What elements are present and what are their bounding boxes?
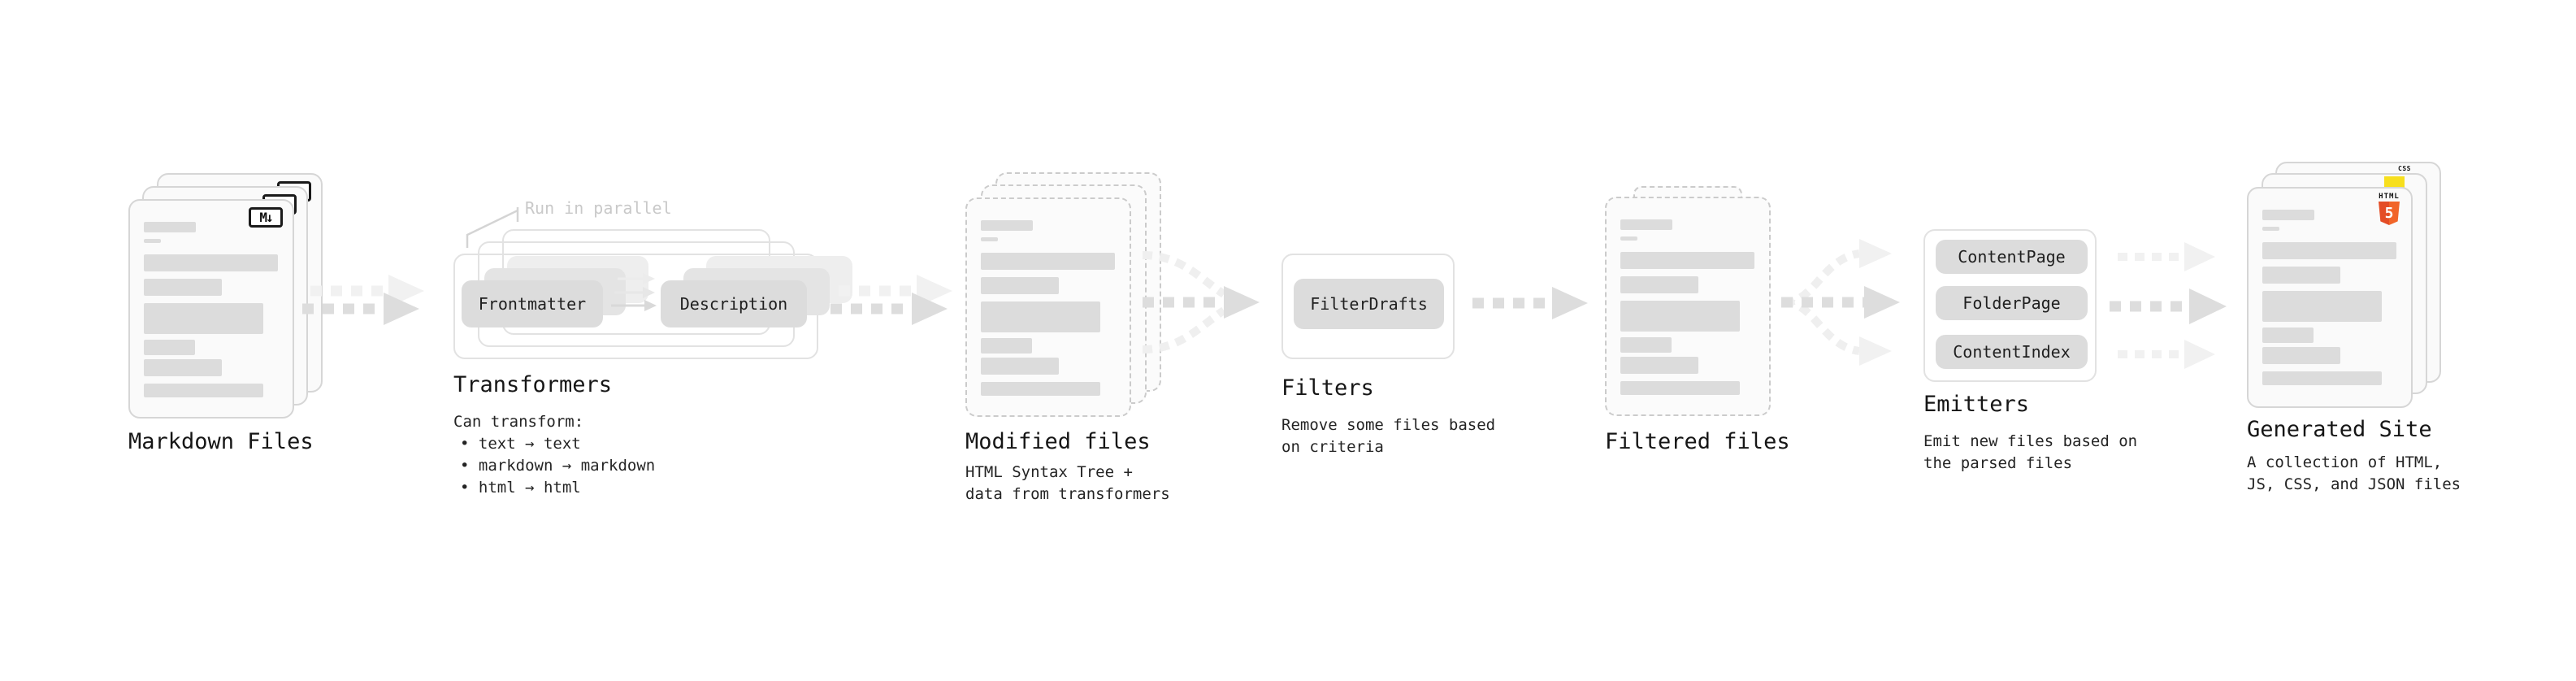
emitters-label: Emitters	[1923, 392, 2030, 417]
contentpage-box: ContentPage	[1936, 240, 2088, 274]
html5-icon-word: HTML	[2379, 193, 2400, 201]
filtered-files-label: Filtered files	[1605, 429, 1790, 454]
html5-icon-shield: 5	[2379, 202, 2400, 225]
note-line: Can transform:	[453, 413, 584, 431]
css-icon-text: CSS	[2398, 165, 2411, 172]
stage-emitters: ContentPage FolderPage ContentIndex	[1923, 229, 2097, 382]
note-line: JS, CSS, and JSON files	[2247, 475, 2461, 493]
modified-file-card-front	[965, 197, 1131, 417]
filters-note: Remove some files based on criteria	[1281, 414, 1495, 458]
markdown-files-label: Markdown Files	[128, 429, 314, 454]
note-line: on criteria	[1281, 438, 1384, 456]
folderpage-box: FolderPage	[1936, 286, 2088, 320]
split-arrow-icon	[1781, 239, 1900, 366]
run-in-parallel-callout: Run in parallel	[525, 198, 672, 218]
html5-icon: HTML 5	[2377, 193, 2401, 225]
stage-modified-files	[965, 172, 1162, 420]
transformers-label: Transformers	[453, 372, 613, 397]
merge-arrow-icon	[1142, 251, 1260, 354]
stage-transformers: Frontmatter Description	[453, 229, 852, 361]
site-file-card-front: HTML 5	[2247, 187, 2413, 408]
stage-markdown-files: M↓ M↓ M↓	[128, 173, 325, 421]
modified-files-label: Modified files	[965, 429, 1151, 454]
filterdrafts-box: FilterDrafts	[1294, 279, 1444, 329]
dashed-arrow-icon	[1472, 287, 1588, 319]
html5-icon-number: 5	[2384, 205, 2394, 222]
parallel-arrows-icon	[611, 273, 657, 311]
frontmatter-box: Frontmatter	[462, 280, 603, 327]
dashed-arrow-icon	[830, 275, 952, 325]
document-text-placeholder	[1607, 198, 1769, 395]
generated-site-label: Generated Site	[2247, 417, 2432, 442]
note-line: • text → text	[460, 435, 581, 453]
note-line: data from transformers	[965, 485, 1170, 503]
filtered-file-card-front	[1605, 197, 1771, 416]
stage-filtered-files	[1605, 186, 1776, 422]
modified-files-note: HTML Syntax Tree + data from transformer…	[965, 462, 1170, 505]
javascript-icon	[2384, 176, 2405, 189]
note-line: the parsed files	[1923, 454, 2073, 472]
note-line: • html → html	[460, 479, 581, 497]
emitters-note: Emit new files based on the parsed files	[1923, 431, 2137, 475]
dashed-arrow-icon	[302, 275, 424, 325]
generated-site-note: A collection of HTML, JS, CSS, and JSON …	[2247, 452, 2461, 496]
document-text-placeholder	[967, 199, 1130, 396]
note-line: • markdown → markdown	[460, 457, 656, 475]
contentindex-box: ContentIndex	[1936, 335, 2088, 369]
callout-leader-line	[466, 207, 519, 248]
note-line: A collection of HTML,	[2247, 453, 2443, 471]
document-text-placeholder	[2249, 189, 2411, 385]
note-line: Emit new files based on	[1923, 432, 2138, 450]
markdown-file-card-front: M↓	[128, 199, 294, 419]
document-text-placeholder	[130, 201, 293, 397]
stage-filters: FilterDrafts	[1281, 254, 1455, 359]
note-line: HTML Syntax Tree +	[965, 463, 1133, 481]
triple-dashed-arrow-icon	[2110, 242, 2227, 369]
transformers-note: Can transform: • text → text • markdown …	[453, 411, 655, 499]
stage-generated-site: CSS HTML 5	[2247, 162, 2444, 414]
note-line: Remove some files based	[1281, 416, 1496, 434]
markdown-icon: M↓	[249, 207, 283, 228]
filters-label: Filters	[1281, 375, 1374, 401]
description-box: Description	[661, 280, 807, 327]
